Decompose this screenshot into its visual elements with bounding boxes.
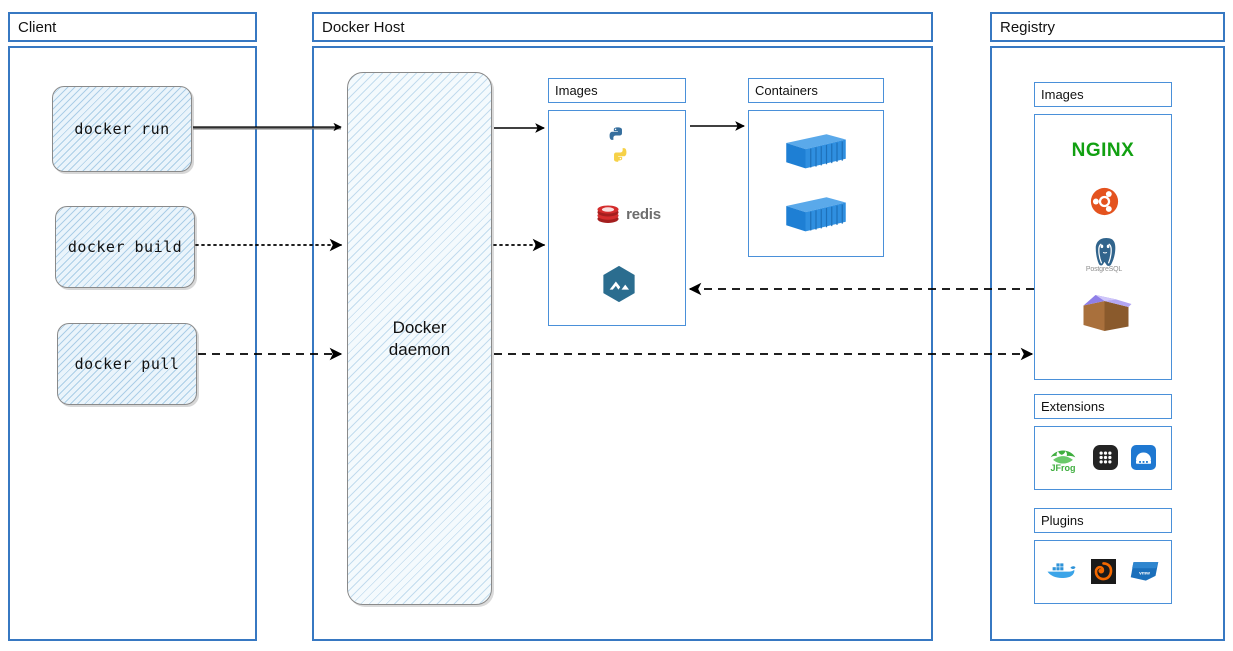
app-grid-icon bbox=[1092, 444, 1118, 470]
sub-tab-host-images: Images bbox=[548, 78, 686, 103]
command-box-docker-pull[interactable]: docker pull bbox=[57, 323, 197, 405]
command-box-docker-run-label: docker run bbox=[74, 120, 170, 138]
sub-tab-containers: Containers bbox=[748, 78, 884, 103]
sub-tab-registry-images-label: Images bbox=[1041, 87, 1084, 102]
postgresql-wordmark-label: PostgreSQL bbox=[1085, 266, 1123, 273]
redis-logo-icon: redis bbox=[588, 200, 668, 228]
command-box-docker-build-label: docker build bbox=[67, 238, 183, 256]
docker-daemon-label: Docker daemon bbox=[389, 317, 450, 360]
nginx-wordmark-label: NGINX bbox=[1071, 140, 1135, 161]
vmware-logo-icon: vmw bbox=[1127, 557, 1161, 585]
postgresql-logo-icon: PostgreSQL bbox=[1081, 232, 1127, 276]
docker-daemon-line2: daemon bbox=[388, 339, 451, 359]
shipping-container-icon bbox=[781, 127, 851, 173]
sub-tab-registry-images: Images bbox=[1034, 82, 1172, 107]
sub-tab-registry-plugins-label: Plugins bbox=[1041, 513, 1084, 528]
panel-tab-docker-host-label: Docker Host bbox=[322, 18, 405, 36]
panel-tab-client-label: Client bbox=[18, 18, 57, 36]
open-box-icon bbox=[1078, 288, 1134, 338]
blue-disk-icon bbox=[1130, 444, 1156, 470]
sub-body-containers bbox=[748, 110, 884, 257]
nginx-logo-icon: NGINX bbox=[1060, 138, 1146, 164]
jfrog-logo-icon: JFrog bbox=[1046, 442, 1080, 476]
command-box-docker-build[interactable]: docker build bbox=[55, 206, 195, 288]
sub-tab-registry-extensions: Extensions bbox=[1034, 394, 1172, 419]
sub-tab-registry-plugins: Plugins bbox=[1034, 508, 1172, 533]
sub-tab-registry-extensions-label: Extensions bbox=[1041, 399, 1105, 414]
panel-tab-registry: Registry bbox=[990, 12, 1225, 42]
docker-daemon-box[interactable]: Docker daemon bbox=[347, 72, 492, 605]
docker-daemon-line1: Docker bbox=[392, 318, 447, 338]
shipping-container-icon bbox=[781, 190, 851, 236]
command-box-docker-run[interactable]: docker run bbox=[52, 86, 192, 172]
sub-tab-containers-label: Containers bbox=[755, 83, 818, 98]
command-box-docker-pull-label: docker pull bbox=[74, 355, 180, 373]
python-logo-icon bbox=[598, 124, 638, 164]
docker-whale-icon bbox=[1044, 558, 1078, 584]
svg-text:vmw: vmw bbox=[1139, 571, 1150, 576]
panel-tab-client: Client bbox=[8, 12, 257, 42]
grafana-logo-icon bbox=[1090, 558, 1116, 584]
jfrog-wordmark-label: JFrog bbox=[1050, 463, 1076, 473]
redis-wordmark-label: redis bbox=[626, 205, 661, 223]
panel-tab-docker-host: Docker Host bbox=[312, 12, 933, 42]
ubuntu-logo-icon bbox=[1089, 186, 1119, 216]
panel-tab-registry-label: Registry bbox=[1000, 18, 1056, 36]
alpine-hexagon-icon bbox=[598, 263, 640, 305]
sub-tab-host-images-label: Images bbox=[555, 83, 598, 98]
